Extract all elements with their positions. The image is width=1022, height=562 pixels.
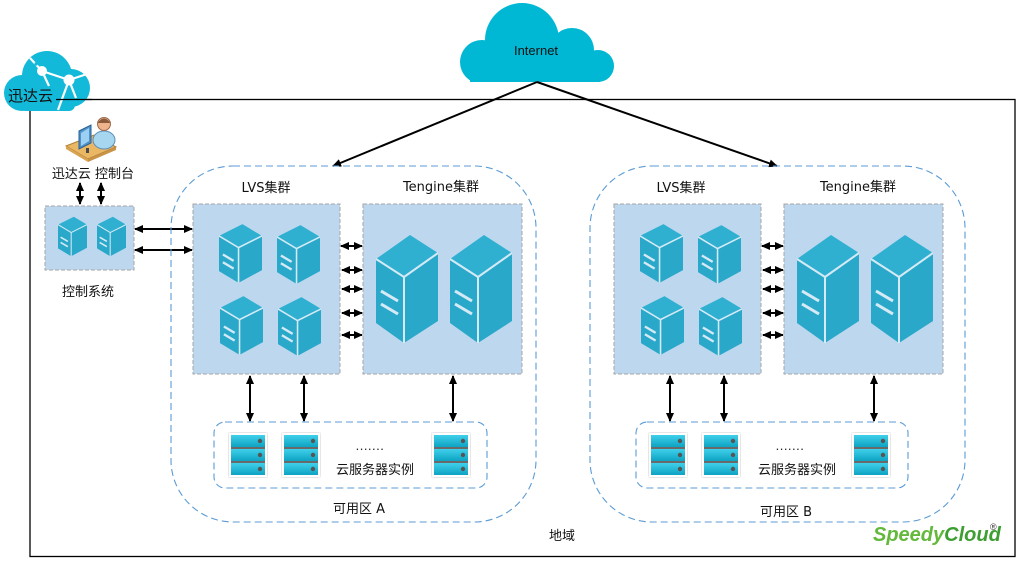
instances-label: 云服务器实例 xyxy=(336,462,414,478)
zone-b-label: 可用区 B xyxy=(760,505,812,520)
instances-group xyxy=(635,421,909,489)
operator-workstation-icon xyxy=(64,117,118,162)
tengine-cluster-label: Tengine集群 xyxy=(819,179,896,195)
cloud-instance-icon xyxy=(649,433,687,477)
instances-label: 云服务器实例 xyxy=(758,462,836,478)
zone-a-boundary xyxy=(170,165,537,523)
zone-b-boundary xyxy=(589,165,966,523)
registered-mark: ® xyxy=(990,522,997,532)
zone-a-label: 可用区 A xyxy=(333,502,385,517)
availability-zone-a: LVS集群 Tengine集群 ....... 云服务器实例 可用区 A xyxy=(170,165,537,523)
instances-ellipsis: ....... xyxy=(356,438,385,453)
brand-part2: Cloud xyxy=(944,524,1001,546)
internet-to-zone-a-arrow xyxy=(332,81,538,167)
cloud-instance-icon xyxy=(229,433,267,477)
lvs-cluster-panel xyxy=(613,203,762,375)
availability-zone-b: LVS集群 Tengine集群 ....... 云服务器实例 可用区 B xyxy=(589,165,966,523)
instances-group xyxy=(213,421,488,489)
logo-cloud-icon xyxy=(4,51,91,111)
cloud-instance-icon xyxy=(432,433,470,477)
region-border xyxy=(29,98,1016,558)
cloud-instance-icon xyxy=(282,433,320,477)
lvs-cluster-label: LVS集群 xyxy=(657,180,706,196)
brand-text: SpeedyCloud xyxy=(873,524,1002,546)
tengine-cluster-label: Tengine集群 xyxy=(402,179,479,195)
lvs-cluster-label: LVS集群 xyxy=(242,180,291,196)
internet-cloud-icon xyxy=(460,3,614,82)
internet-to-zone-b-arrow xyxy=(536,81,778,168)
lvs-cluster-panel xyxy=(192,203,341,375)
instances-ellipsis: ....... xyxy=(776,438,805,453)
brand-part1: Speedy xyxy=(873,524,945,546)
speedycloud-logo: SpeedyCloud ® xyxy=(873,522,1002,546)
region-label: 地域 xyxy=(549,529,575,544)
control-system-label: 控制系统 xyxy=(62,285,114,300)
cloud-instance-icon xyxy=(702,433,740,477)
console-label: 迅达云 控制台 xyxy=(52,167,134,182)
logo-text: 迅达云 xyxy=(8,87,53,105)
internet-label: Internet xyxy=(514,43,558,58)
cloud-instance-icon xyxy=(852,433,890,477)
